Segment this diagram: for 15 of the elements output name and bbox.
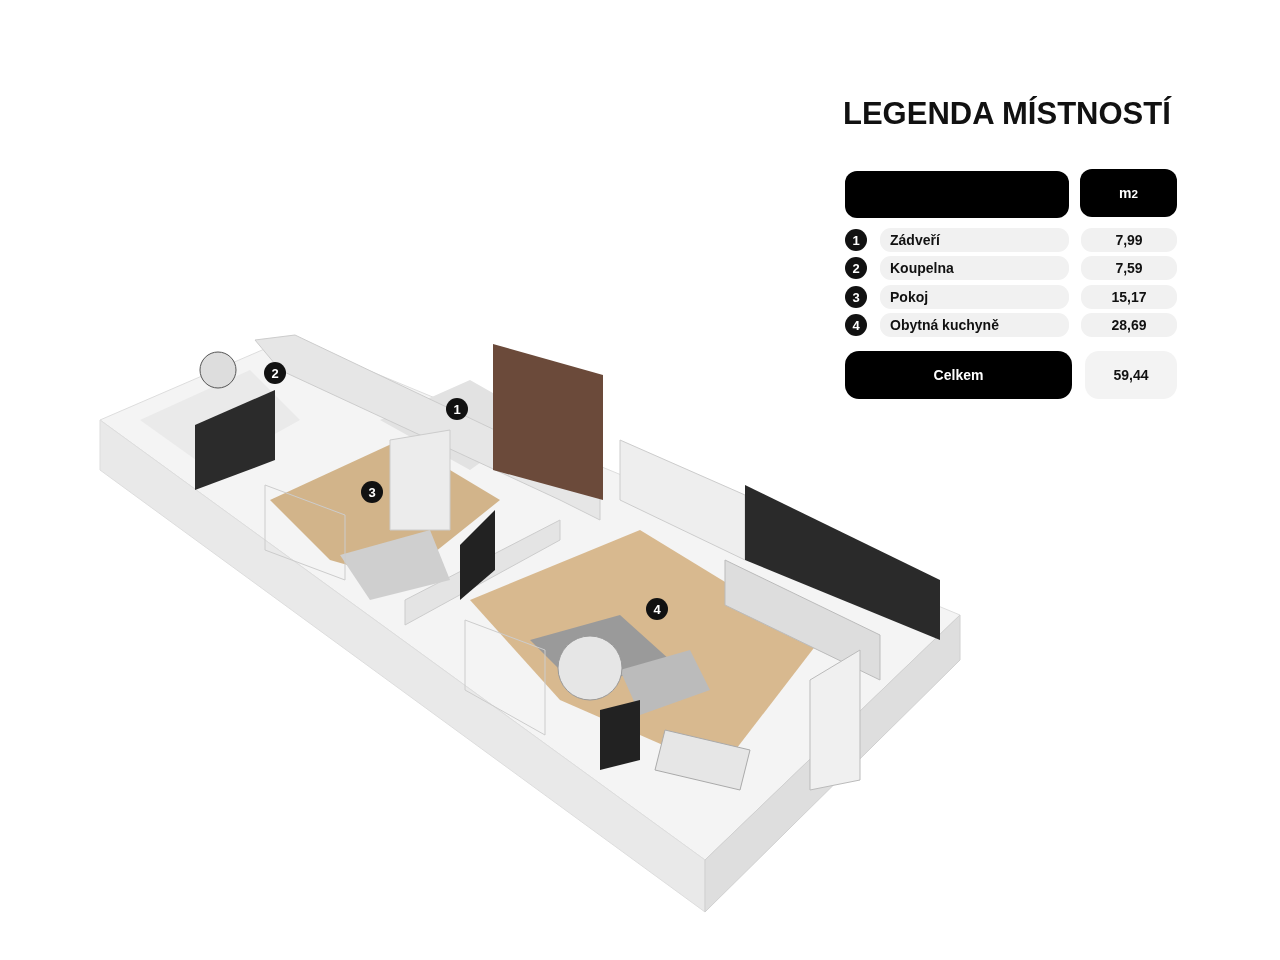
room-name: Zádveří [880,228,1069,252]
room-name: Koupelna [880,256,1069,280]
room-area: 7,99 [1081,228,1177,252]
total-label: Celkem [845,351,1072,399]
room-number: 4 [845,314,867,336]
room-name: Pokoj [880,285,1069,309]
room-area: 15,17 [1081,285,1177,309]
total-area: 59,44 [1085,351,1177,399]
room-area: 7,59 [1081,256,1177,280]
room-name: Obytná kuchyně [880,313,1069,337]
legend-title: LEGENDA MÍSTNOSTÍ [843,96,1171,132]
room-number: 3 [845,286,867,308]
room-area: 28,69 [1081,313,1177,337]
room-number: 1 [845,229,867,251]
room-number: 2 [845,257,867,279]
